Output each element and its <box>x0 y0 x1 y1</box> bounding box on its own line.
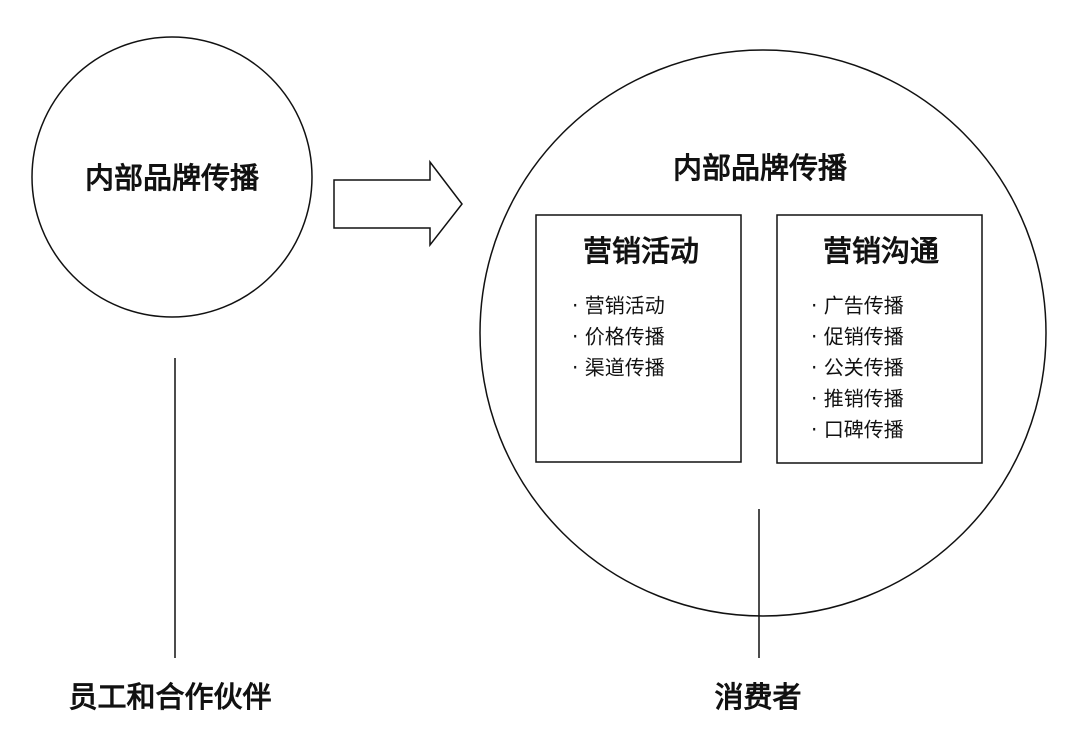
marketing-communication-item: · 公关传播 <box>811 356 904 380</box>
left-circle <box>31 36 313 318</box>
right-audience-label: 消费者 <box>714 680 801 714</box>
marketing-activities-title: 营销活动 <box>583 234 699 268</box>
marketing-activities-item: · 价格传播 <box>572 325 665 349</box>
right-circle-title: 内部品牌传播 <box>673 151 848 185</box>
marketing-communication-item: · 广告传播 <box>811 294 904 318</box>
right-circle <box>479 49 1047 617</box>
marketing-communication-item: · 促销传播 <box>811 325 904 349</box>
marketing-communication-box <box>776 214 983 464</box>
marketing-communication-item: · 口碑传播 <box>811 418 904 442</box>
marketing-activities-box <box>535 214 742 463</box>
marketing-activities-item: · 营销活动 <box>572 294 665 318</box>
left-circle-title: 内部品牌传播 <box>85 161 260 195</box>
right-arrow-icon <box>333 159 463 248</box>
left-audience-label: 员工和合作伙伴 <box>68 680 271 714</box>
marketing-communication-title: 营销沟通 <box>823 234 939 268</box>
marketing-activities-item: · 渠道传播 <box>572 356 665 380</box>
marketing-communication-item: · 推销传播 <box>811 387 904 411</box>
